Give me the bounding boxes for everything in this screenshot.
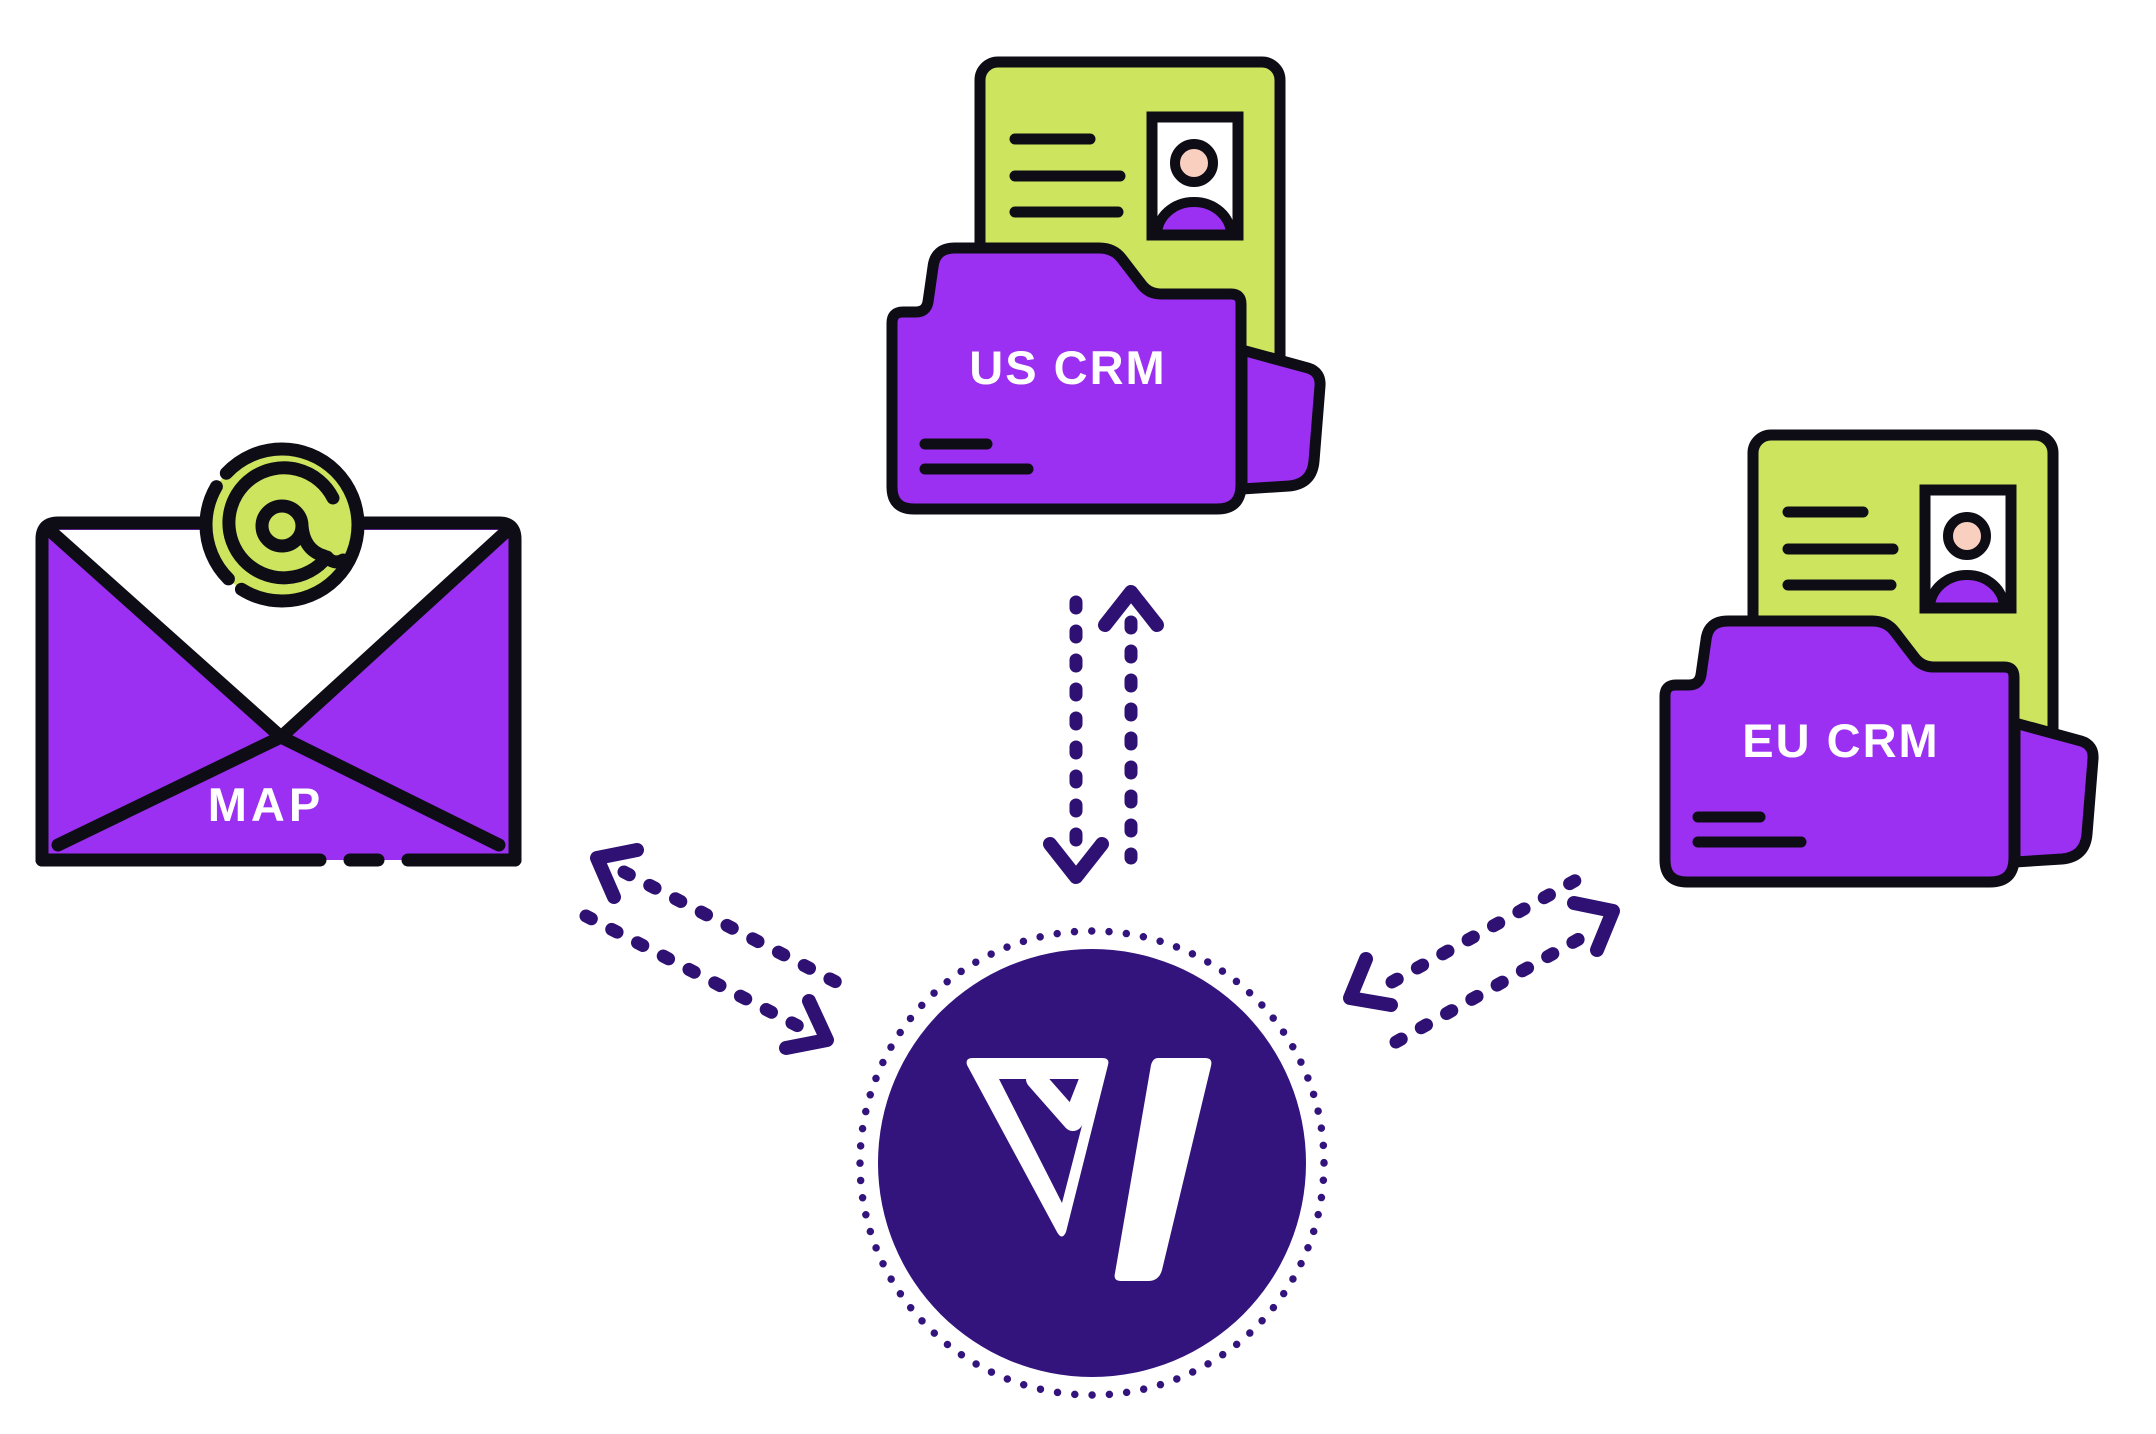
us-crm-folder-node: US CRM (892, 62, 1320, 509)
arrowhead-toward-map (590, 843, 644, 904)
crm-contact-folder-icon (892, 62, 1320, 509)
map-label: MAP (208, 778, 324, 831)
hub-circle (878, 949, 1306, 1377)
map-envelope-node: MAP (35, 442, 522, 867)
us-crm-hub-double-arrow (1043, 585, 1164, 884)
eu-crm-hub-double-arrow (1343, 872, 1620, 1049)
map-hub-double-arrow (579, 843, 843, 1055)
envelope-flap-interior (48, 530, 509, 737)
eu-crm-label: EU CRM (1742, 714, 1939, 767)
arrowhead-toward-hub (779, 994, 834, 1055)
eu-crm-folder-node: EU CRM (1665, 435, 2093, 882)
arrowhead-toward-us-crm (1098, 585, 1164, 632)
arrowhead-toward-eu-crm (1567, 896, 1620, 957)
arrowhead-toward-hub (1043, 837, 1109, 884)
crm-contact-folder-icon (1665, 435, 2093, 882)
hub-circle-node (856, 927, 1328, 1399)
vertify-v-logo-icon (966, 1058, 1212, 1281)
hub-dotted-ring (856, 927, 1328, 1399)
arrowhead-toward-hub (1343, 952, 1398, 1012)
email-at-icon (199, 442, 365, 608)
us-crm-label: US CRM (969, 341, 1166, 394)
